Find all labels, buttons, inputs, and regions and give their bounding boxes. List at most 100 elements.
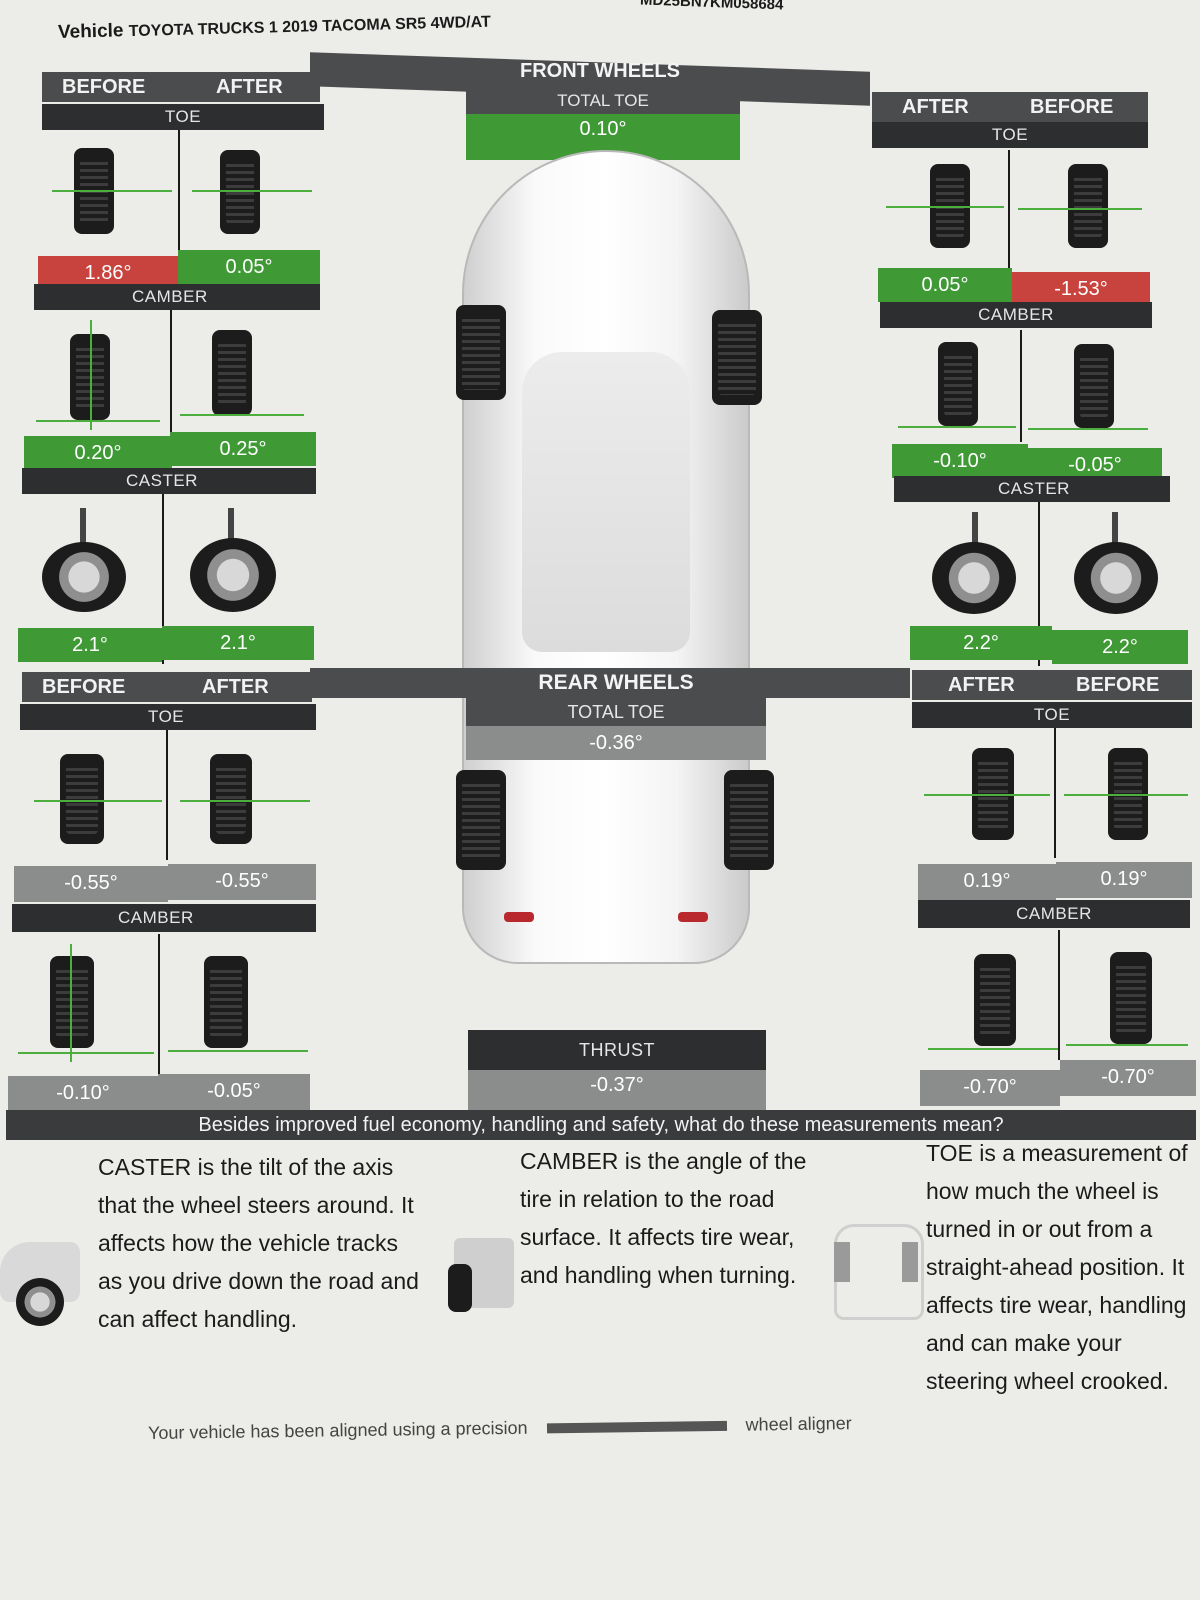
front-wheels-title: FRONT WHEELS <box>520 60 680 82</box>
front-total-toe-label: TOTAL TOE <box>466 88 740 114</box>
front-left-caster-bar: CASTER <box>22 468 316 494</box>
tire-toe-icon <box>220 150 260 234</box>
thrust-value: -0.37° <box>468 1070 766 1112</box>
tire-camber-icon <box>938 342 978 426</box>
front-right-caster-before-panel <box>1040 502 1180 624</box>
front-right-caster-after: 2.2° <box>910 626 1052 660</box>
tire-toe-icon <box>1068 164 1108 248</box>
front-left-caster-after-panel <box>164 494 314 624</box>
aligner-footer-text: Your vehicle has been aligned using a pr… <box>147 1417 528 1443</box>
front-right-toe-after: 0.05° <box>878 268 1012 302</box>
car-rear-right-tire <box>724 770 774 870</box>
front-right-caster-before: 2.2° <box>1052 630 1188 664</box>
front-right-camber-after-panel <box>890 330 1020 442</box>
tire-camber-icon <box>1074 344 1114 428</box>
tire-toe-icon <box>210 754 252 844</box>
car-front-left-tire <box>456 305 506 400</box>
rear-right-toe-after: 0.19° <box>918 864 1056 900</box>
rear-left-camber-label: CAMBER <box>118 908 194 927</box>
front-right-camber-bar: CAMBER <box>880 302 1152 328</box>
front-left-header: BEFORE AFTER <box>42 72 320 102</box>
divider <box>1008 150 1010 268</box>
rear-left-toe-before-panel <box>20 730 166 860</box>
front-right-after-label: AFTER <box>902 96 969 118</box>
rear-total-toe-value: -0.36° <box>466 726 766 760</box>
rear-right-after-label: AFTER <box>948 674 1015 696</box>
car-roof <box>522 352 690 652</box>
rear-right-toe-before: 0.19° <box>1056 862 1192 898</box>
rear-left-toe-label: TOE <box>148 707 185 726</box>
front-left-camber-before-panel <box>34 310 172 435</box>
front-right-caster-bar: CASTER <box>894 476 1170 502</box>
rear-left-toe-bar: TOE <box>20 704 316 730</box>
measurements-question: Besides improved fuel economy, handling … <box>6 1110 1196 1140</box>
wheel-caster-icon <box>1074 542 1158 614</box>
aligner-footer: Your vehicle has been aligned using a pr… <box>148 1409 1148 1447</box>
rear-right-toe-bar: TOE <box>912 702 1192 728</box>
front-left-camber-after-panel <box>172 310 318 435</box>
thrust-label: THRUST <box>468 1030 766 1070</box>
front-right-caster-label: CASTER <box>998 479 1070 498</box>
car-top-view-icon <box>462 150 750 964</box>
tire-camber-icon <box>50 956 94 1048</box>
tire-camber-icon <box>1110 952 1152 1044</box>
toe-illustration-icon <box>828 1224 924 1324</box>
camber-illustration-icon <box>440 1230 520 1320</box>
front-left-before-label: BEFORE <box>62 76 146 98</box>
caster-explanation: CASTER is the tilt of the axis that the … <box>98 1154 419 1332</box>
rear-right-before-label: BEFORE <box>1076 674 1160 696</box>
rear-right-camber-after: -0.70° <box>920 1070 1060 1106</box>
front-right-toe-before-panel <box>1010 150 1148 268</box>
front-right-camber-before-panel <box>1022 330 1154 442</box>
front-left-toe-after-panel <box>180 130 320 255</box>
divider <box>1020 330 1022 442</box>
front-left-caster-before: 2.1° <box>18 628 162 662</box>
divider <box>1058 930 1060 1060</box>
vehicle-desc: TOYOTA TRUCKS 1 2019 TACOMA SR5 4WD/AT <box>128 13 491 41</box>
rear-left-header: BEFORE AFTER <box>22 672 312 702</box>
rear-left-camber-bar: CAMBER <box>12 904 316 932</box>
front-left-camber-label: CAMBER <box>132 287 208 306</box>
rear-left-toe-after: -0.55° <box>168 864 316 900</box>
caster-illustration-icon <box>0 1232 90 1332</box>
rear-right-header: AFTER BEFORE <box>912 670 1192 700</box>
divider <box>162 494 164 664</box>
divider <box>1038 502 1040 666</box>
rear-left-toe-after-panel <box>168 730 314 860</box>
front-left-caster-before-panel <box>22 494 162 624</box>
rear-right-camber-before-panel <box>1060 930 1192 1060</box>
front-left-after-label: AFTER <box>216 76 283 98</box>
rear-total-toe-label: TOTAL TOE <box>466 698 766 726</box>
front-left-camber-after: 0.25° <box>170 432 316 466</box>
taillight-left <box>504 912 534 922</box>
front-right-toe-bar: TOE <box>872 122 1148 148</box>
vehicle-label: Vehicle <box>57 20 124 43</box>
wheel-caster-icon <box>42 542 126 612</box>
rear-wheels-title: REAR WHEELS <box>538 671 694 694</box>
front-right-caster-after-panel <box>900 502 1038 624</box>
rear-right-camber-before: -0.70° <box>1060 1060 1196 1096</box>
rear-right-toe-before-panel <box>1056 728 1192 858</box>
car-front-right-tire <box>712 310 762 405</box>
divider <box>158 934 160 1074</box>
rear-left-camber-after: -0.05° <box>158 1074 310 1110</box>
rear-title-band <box>310 668 910 698</box>
front-left-toe-bar: TOE <box>42 104 324 130</box>
wheel-caster-icon <box>932 542 1016 614</box>
vin-number: MD25BN7KM058684 <box>639 0 784 14</box>
rear-left-camber-after-panel <box>160 934 310 1064</box>
rear-left-before-label: BEFORE <box>42 676 126 698</box>
front-left-camber-bar: CAMBER <box>34 284 320 310</box>
front-left-caster-after: 2.1° <box>162 626 314 660</box>
toe-explanation: TOE is a measurement of how much the whe… <box>926 1140 1188 1394</box>
divider <box>166 730 168 860</box>
tire-camber-icon <box>974 954 1016 1046</box>
divider <box>178 130 180 255</box>
front-right-camber-after: -0.10° <box>892 444 1028 478</box>
front-left-toe-before-panel <box>42 130 180 255</box>
rear-right-camber-after-panel <box>922 930 1062 1060</box>
front-right-toe-before: -1.53° <box>1012 272 1150 306</box>
vehicle-title: Vehicle TOYOTA TRUCKS 1 2019 TACOMA SR5 … <box>58 11 491 44</box>
wheel-caster-icon <box>190 538 276 612</box>
rear-left-after-label: AFTER <box>202 676 269 698</box>
